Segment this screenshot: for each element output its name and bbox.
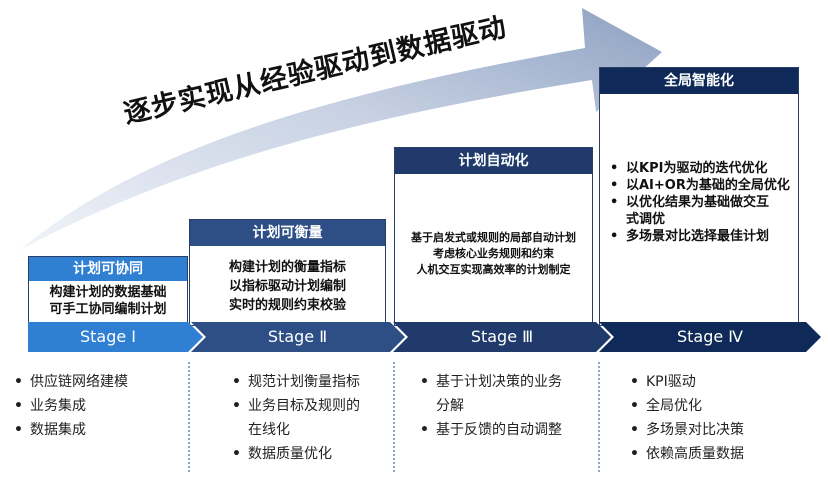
divider — [393, 362, 395, 472]
list-item: 供应链网络建模 — [14, 370, 184, 394]
stage-1-desc-line-2: 可手工协同编制计划 — [49, 302, 167, 317]
stage-4-label: Stage Ⅳ — [676, 327, 744, 346]
stage-2-desc: 构建计划的衡量指标 以指标驱动计划编制 实时的规则约束校验 — [190, 258, 385, 315]
stage-2-desc-line-1: 构建计划的衡量指标 — [228, 260, 346, 275]
stage-3-box: 计划自动化 基于启发式或规则的局部自动计划 考虑核心业务规则和约束 人机交互实现… — [394, 147, 593, 326]
stage-4-title: 全局智能化 — [600, 68, 798, 94]
stage-2-bullets: 规范计划衡量指标 业务目标及规则的 在线化 数据质量优化 — [232, 370, 392, 466]
stage-4-bullets: KPI驱动 全局优化 多场景对比决策 依赖高质量数据 — [630, 370, 800, 466]
chevron-stage-4 — [599, 322, 821, 352]
stage-1-desc: 构建计划的数据基础 可手工协同编制计划 — [29, 284, 187, 318]
stage-2-desc-line-3: 实时的规则约束校验 — [228, 298, 346, 313]
stage-4-desc-item: 多场景对比选择最佳计划 — [610, 228, 796, 245]
stage-3-desc-line-1: 基于启发式或规则的局部自动计划 — [411, 231, 576, 244]
stage-2-title: 计划可衡量 — [190, 220, 385, 246]
list-item: 规范计划衡量指标 — [232, 370, 392, 394]
stage-3-title: 计划自动化 — [395, 148, 592, 174]
stage-2-box: 计划可衡量 构建计划的衡量指标 以指标驱动计划编制 实时的规则约束校验 — [189, 219, 386, 326]
list-item: 业务集成 — [14, 394, 184, 418]
stage-2-desc-line-2: 以指标驱动计划编制 — [228, 279, 346, 294]
list-item: 依赖高质量数据 — [630, 442, 800, 466]
stage-4-desc-item: 以KPI为驱动的迭代优化 — [610, 160, 796, 177]
list-item: KPI驱动 — [630, 370, 800, 394]
arrow-body — [20, 8, 662, 250]
stage-3-bullets: 基于计划决策的业务 分解 基于反馈的自动调整 — [420, 370, 595, 442]
stage-3-label: Stage Ⅲ — [470, 327, 534, 346]
list-item: 数据质量优化 — [232, 442, 392, 466]
divider — [188, 362, 190, 472]
chevron-stage-1 — [28, 322, 203, 352]
list-item: 基于反馈的自动调整 — [420, 418, 595, 442]
stage-1-desc-line-1: 构建计划的数据基础 — [49, 285, 167, 300]
stage-4-desc-item: 以优化结果为基础做交互 — [610, 194, 796, 211]
stage-3-desc-line-3: 人机交互实现高效率的计划制定 — [416, 263, 571, 276]
list-item: 数据集成 — [14, 418, 184, 442]
stage-1-bullets: 供应链网络建模 业务集成 数据集成 — [14, 370, 184, 442]
stage-2-label: Stage Ⅱ — [267, 327, 328, 346]
list-item: 全局优化 — [630, 394, 800, 418]
chevron-stage-2 — [191, 322, 405, 352]
stage-1-label: Stage Ⅰ — [79, 327, 137, 346]
stage-4-desc-item: 以AI+OR为基础的全局优化 — [610, 177, 796, 194]
list-item: 多场景对比决策 — [630, 418, 800, 442]
chevron-stage-3 — [393, 322, 611, 352]
stage-1-title: 计划可协同 — [29, 257, 187, 281]
stage-3-desc: 基于启发式或规则的局部自动计划 考虑核心业务规则和约束 人机交互实现高效率的计划… — [395, 230, 592, 278]
list-item: 基于计划决策的业务 — [420, 370, 595, 394]
stage-4-desc: 以KPI为驱动的迭代优化 以AI+OR为基础的全局优化 以优化结果为基础做交互 … — [610, 160, 796, 245]
stage-4-desc-item: 式调优 — [626, 212, 666, 227]
stage-3-desc-line-2: 考虑核心业务规则和约束 — [433, 247, 554, 260]
list-item: 业务目标及规则的 — [232, 394, 392, 418]
list-item: 分解 — [436, 398, 464, 414]
list-item: 在线化 — [248, 422, 290, 438]
stage-1-box: 计划可协同 构建计划的数据基础 可手工协同编制计划 — [28, 256, 188, 326]
divider — [598, 362, 600, 472]
